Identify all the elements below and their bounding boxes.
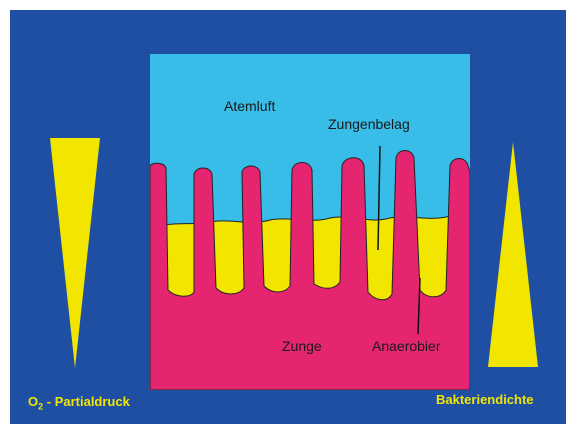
bacteria-density-caption: Bakteriendichte [436,392,534,407]
bacteria-density-triangle [488,142,538,367]
air-label: Atemluft [224,98,275,114]
tongue-label: Zunge [282,338,322,354]
slide-background: Atemluft Zungenbelag Zunge Anaerobier O2… [10,10,566,424]
partial-pressure-text: - Partialdruck [43,394,130,409]
tongue-cross-section: Atemluft Zungenbelag Zunge Anaerobier [150,54,470,390]
oxygen-symbol: O [28,394,38,409]
oxygen-partial-pressure-caption: O2 - Partialdruck [28,394,130,412]
oxygen-gradient-triangle [50,138,100,368]
anaerobes-label: Anaerobier [372,338,441,354]
coating-label: Zungenbelag [328,116,410,132]
